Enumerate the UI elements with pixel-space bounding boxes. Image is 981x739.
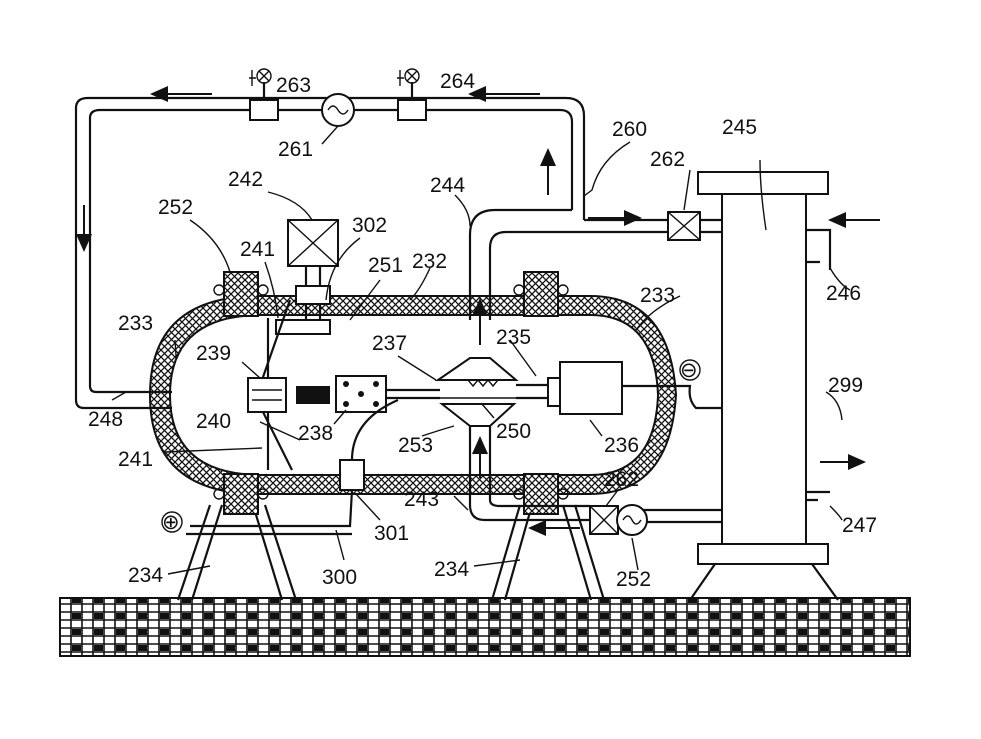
label-262-top: 262 [650, 148, 685, 171]
label-243: 243 [404, 488, 439, 511]
flange-bottom-left [223, 473, 259, 515]
leader-lines [111, 125, 851, 575]
label-251: 251 [368, 254, 403, 277]
top-loop-pipe [74, 96, 586, 410]
label-236: 236 [604, 434, 639, 457]
label-239: 239 [196, 342, 231, 365]
label-234-right: 234 [434, 558, 469, 581]
label-237: 237 [372, 332, 407, 355]
flow-arrows [76, 86, 880, 536]
vessel-shell [148, 295, 678, 495]
label-262-bottom: 262 [604, 468, 639, 491]
label-248: 248 [88, 408, 123, 431]
label-235: 235 [496, 326, 531, 349]
heat-exchanger-245 [689, 171, 839, 601]
valve-263 [249, 68, 279, 121]
label-241-bottom: 241 [118, 448, 153, 471]
label-300: 300 [322, 566, 357, 589]
valve-262-top [667, 211, 701, 241]
label-261: 261 [278, 138, 313, 161]
component-240 [296, 386, 330, 404]
anode-holder-236 [559, 361, 623, 415]
connector-301 [339, 459, 365, 491]
lead-negative [622, 384, 722, 410]
label-264: 264 [440, 70, 475, 93]
flange-bottom-right [523, 473, 559, 515]
electrode-238-dots [343, 381, 379, 407]
support-stand-left [176, 504, 298, 601]
lead-301 [350, 398, 399, 461]
label-250: 250 [496, 420, 531, 443]
label-234-left: 234 [128, 564, 163, 587]
ground-hatch [59, 597, 911, 657]
rod-237 [386, 388, 440, 400]
positive-symbol: ⊕ [162, 511, 180, 534]
pipe-243 [468, 426, 722, 524]
label-233-right: 233 [640, 284, 675, 307]
label-247: 247 [842, 514, 877, 537]
component-239 [247, 377, 287, 413]
label-252-top: 252 [158, 196, 193, 219]
holder-collar [547, 377, 561, 407]
heater-252 [616, 504, 648, 536]
motor-242 [275, 219, 339, 335]
cone-244 [434, 357, 519, 381]
label-242: 242 [228, 168, 263, 191]
negative-symbol: ⊖ [680, 359, 698, 382]
label-233-left: 233 [118, 312, 153, 335]
label-299: 299 [828, 374, 863, 397]
label-302: 302 [352, 214, 387, 237]
label-244: 244 [430, 174, 465, 197]
heater-261 [321, 93, 355, 127]
label-252-bottom: 252 [616, 568, 651, 591]
flange-top-left [223, 271, 259, 317]
label-263: 263 [276, 74, 311, 97]
valve-262-bottom [589, 505, 619, 535]
negative-terminal-icon: ⊖ [679, 359, 701, 382]
positive-terminal-icon: ⊕ [161, 511, 183, 534]
spring-250-zigzag [467, 378, 499, 388]
label-232: 232 [412, 250, 447, 273]
label-241-top: 241 [240, 238, 275, 261]
flange-bolts [213, 284, 569, 500]
label-301: 301 [374, 522, 409, 545]
label-260: 260 [612, 118, 647, 141]
component-239-lines [252, 389, 282, 401]
label-240: 240 [196, 410, 231, 433]
lead-300 [186, 489, 354, 536]
label-246: 246 [826, 282, 861, 305]
label-238: 238 [298, 422, 333, 445]
flange-top-right [523, 271, 559, 317]
rod-235 [516, 383, 548, 400]
valve-264 [397, 68, 427, 121]
label-253: 253 [398, 434, 433, 457]
label-245: 245 [722, 116, 757, 139]
